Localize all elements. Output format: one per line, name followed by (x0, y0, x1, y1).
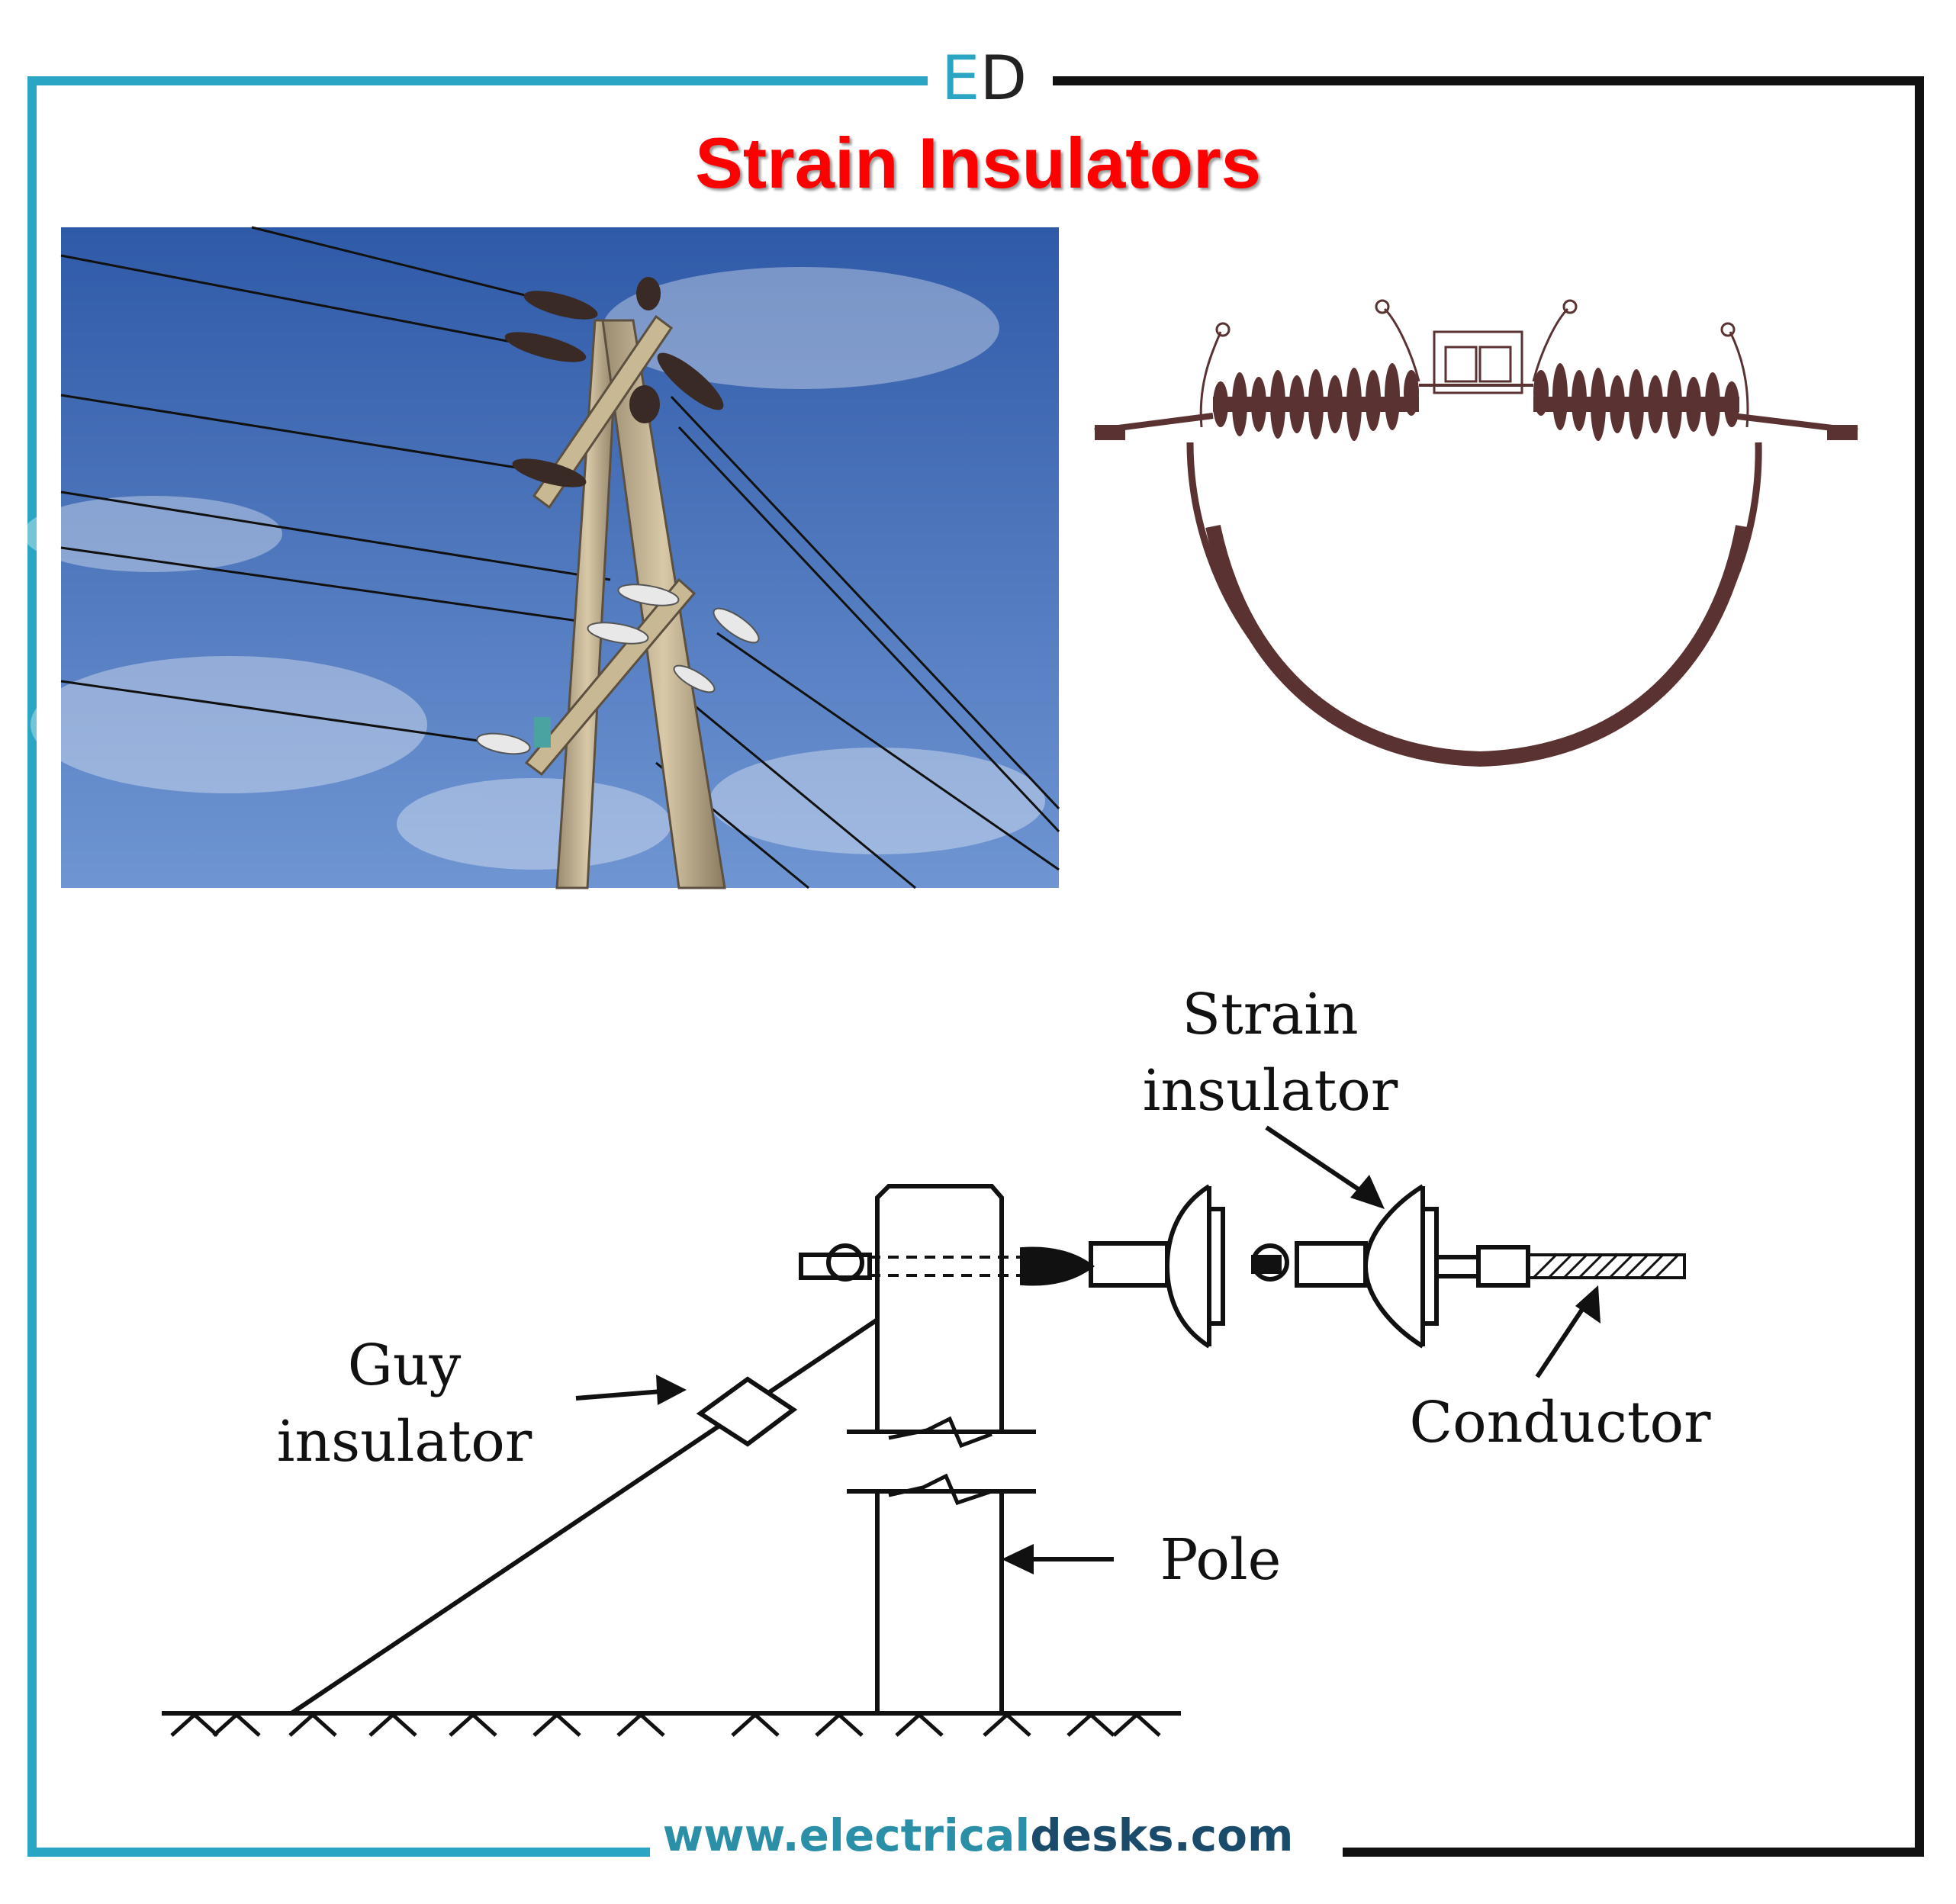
strain-insulator-diagram (162, 1125, 1686, 1737)
frame-top-right (1053, 76, 1924, 85)
website-footer: www.electricaldesks.com (662, 1809, 1294, 1861)
insulator-string-drawing (1094, 299, 1858, 767)
guy-insulator-label-line2: insulator (277, 1409, 532, 1475)
page-title: Strain Insulators (695, 123, 1261, 203)
guy-insulator-label-line1: Guy (348, 1333, 462, 1398)
guy-insulator-shape (696, 1376, 798, 1447)
frame-right (1915, 76, 1924, 1857)
frame-top-left (27, 76, 928, 85)
pole-label: Pole (1160, 1527, 1282, 1593)
logo: ED (941, 43, 1028, 114)
strain-insulator-label-line1: Strain (1182, 982, 1358, 1047)
frame-bottom-right (1343, 1848, 1924, 1857)
strain-insulator-label-line2: insulator (1143, 1058, 1398, 1124)
pole-outline (847, 1184, 1036, 1713)
frame-bottom-left (27, 1848, 650, 1857)
conductor-label: Conductor (1410, 1390, 1712, 1455)
guy-wire (290, 1317, 879, 1716)
frame-left (27, 76, 37, 1857)
pole-photo (23, 226, 1060, 889)
